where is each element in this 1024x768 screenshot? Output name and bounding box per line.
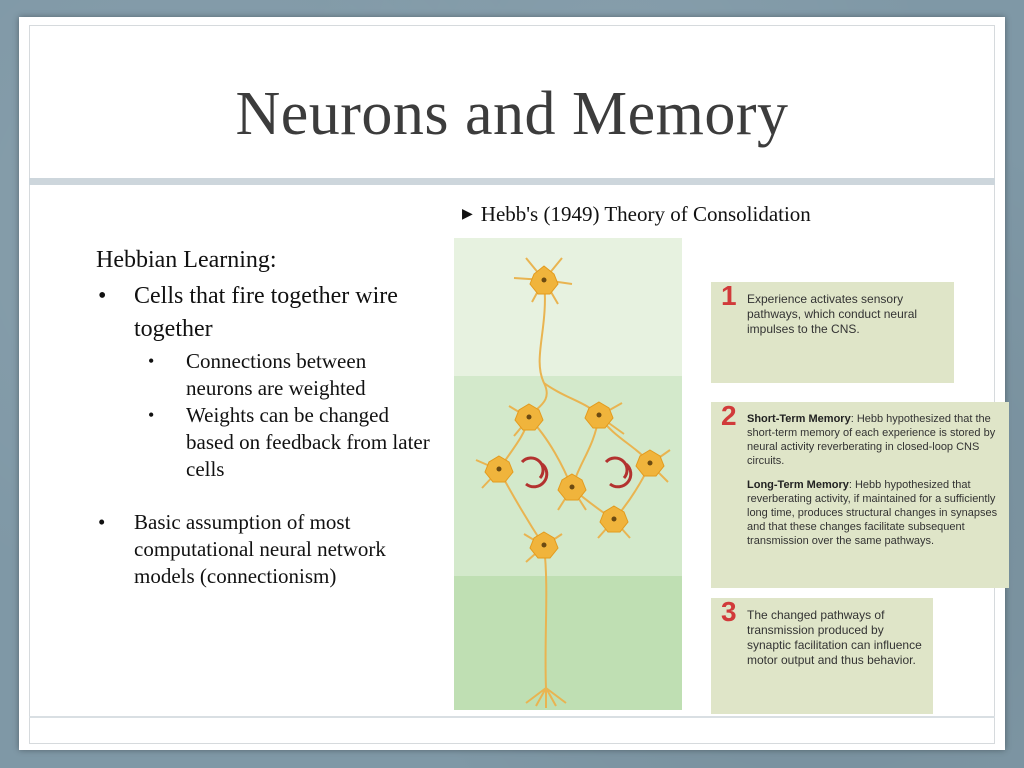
bullet-marker: • — [148, 351, 155, 371]
step-number: 3 — [721, 596, 737, 627]
title-divider — [29, 178, 995, 185]
stm-text: Hebb hypothesized that the short-term me… — [747, 413, 996, 467]
bullet-marker: • — [98, 510, 106, 534]
triangle-bullet-icon: ▶ — [462, 207, 473, 222]
bullet-marker: • — [148, 405, 155, 425]
panel-sensory — [454, 238, 682, 376]
bullet-text: Cells that fire together wire together — [134, 283, 398, 342]
slide: Neurons and Memory Hebbian Learning: • C… — [19, 17, 1009, 750]
step-box-3: 3 The changed pathways of transmission p… — [711, 598, 933, 714]
neuron-circuit-illustration — [454, 238, 682, 710]
hebb-figure: ▶ Hebb's (1949) Theory of Consolidation — [454, 200, 1009, 714]
step-box-1: 1 Experience activates sensory pathways,… — [711, 282, 954, 383]
ltm-paragraph: Long-Term Memory: Hebb hypothesized that… — [747, 479, 998, 547]
reverberation-arrow-icon — [609, 462, 633, 489]
reverberation-arrow-icon — [525, 462, 549, 489]
content-heading: Hebbian Learning: — [96, 247, 277, 273]
step-text: Experience activates sensory pathways, w… — [747, 292, 918, 336]
panel-motor — [454, 576, 682, 710]
slide-title: Neurons and Memory — [235, 80, 789, 148]
spacer — [96, 483, 436, 509]
figure-title-text: Hebb's (1949) Theory of Consolidation — [480, 202, 811, 226]
sub-bullet-text: Weights can be changed based on feedback… — [186, 403, 430, 481]
bullet-item: • Basic assumption of most computational… — [96, 509, 436, 590]
step-number: 1 — [721, 280, 737, 311]
bottom-divider — [29, 716, 995, 718]
text-content: Hebbian Learning: • Cells that fire toge… — [96, 247, 436, 590]
step-number: 2 — [721, 400, 737, 431]
neuron-nuclei — [496, 277, 653, 548]
step-box-2: 2 Short-Term Memory: Hebb hypothesized t… — [711, 402, 1009, 588]
ltm-label: Long-Term Memory — [747, 479, 849, 491]
figure-title: ▶ Hebb's (1949) Theory of Consolidation — [462, 202, 811, 227]
step-text: Short-Term Memory: Hebb hypothesized tha… — [747, 412, 1001, 548]
bullet-text: Basic assumption of most computational n… — [134, 510, 386, 588]
stm-paragraph: Short-Term Memory: Hebb hypothesized tha… — [747, 413, 996, 467]
step-text: The changed pathways of transmission pro… — [747, 608, 922, 667]
reverberation-arrow-icon — [604, 456, 629, 479]
stm-label: Short-Term Memory — [747, 413, 851, 425]
sub-bullet-item: • Connections between neurons are weight… — [96, 348, 436, 402]
bullet-item: • Cells that fire together wire together — [96, 280, 436, 346]
ltm-text: Hebb hypothesized that reverberating act… — [747, 479, 998, 547]
sub-bullet-item: • Weights can be changed based on feedba… — [96, 402, 436, 483]
bullet-marker: • — [98, 283, 107, 309]
reverberation-arrow-icon — [520, 456, 545, 479]
sub-bullet-text: Connections between neurons are weighted — [186, 349, 367, 400]
reverberation-arrows — [520, 456, 633, 489]
